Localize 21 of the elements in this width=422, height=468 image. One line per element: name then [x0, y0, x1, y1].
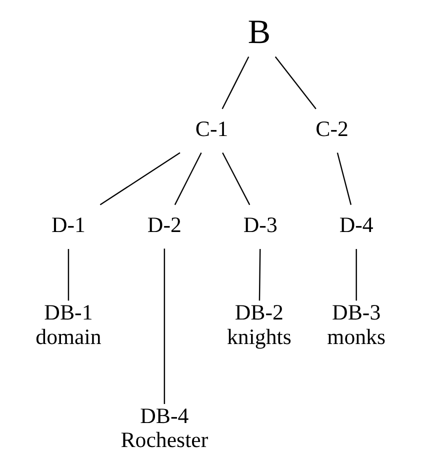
- connector: [99, 152, 180, 206]
- connector: [163, 248, 165, 404]
- node-text: DB-1 domain: [35, 300, 101, 349]
- node-text: D-3: [242, 213, 277, 238]
- node-text: C-1: [194, 117, 228, 142]
- connector: [174, 152, 202, 206]
- node-text: C-2: [315, 117, 348, 142]
- node-text: D-4: [338, 213, 373, 238]
- node-text: D-1: [50, 213, 85, 238]
- connector: [274, 56, 316, 110]
- connector: [336, 152, 352, 205]
- connector: [67, 249, 69, 301]
- connector: [258, 249, 260, 301]
- node-text: DB-2 knights: [226, 300, 291, 349]
- connector: [355, 249, 356, 301]
- node-text: DB-4 Rochester: [120, 404, 208, 452]
- node-text: D-2: [146, 213, 181, 238]
- connector: [221, 56, 249, 110]
- node-text: B: [247, 14, 270, 52]
- node-text: DB-3 monks: [326, 300, 385, 349]
- connector: [222, 152, 250, 206]
